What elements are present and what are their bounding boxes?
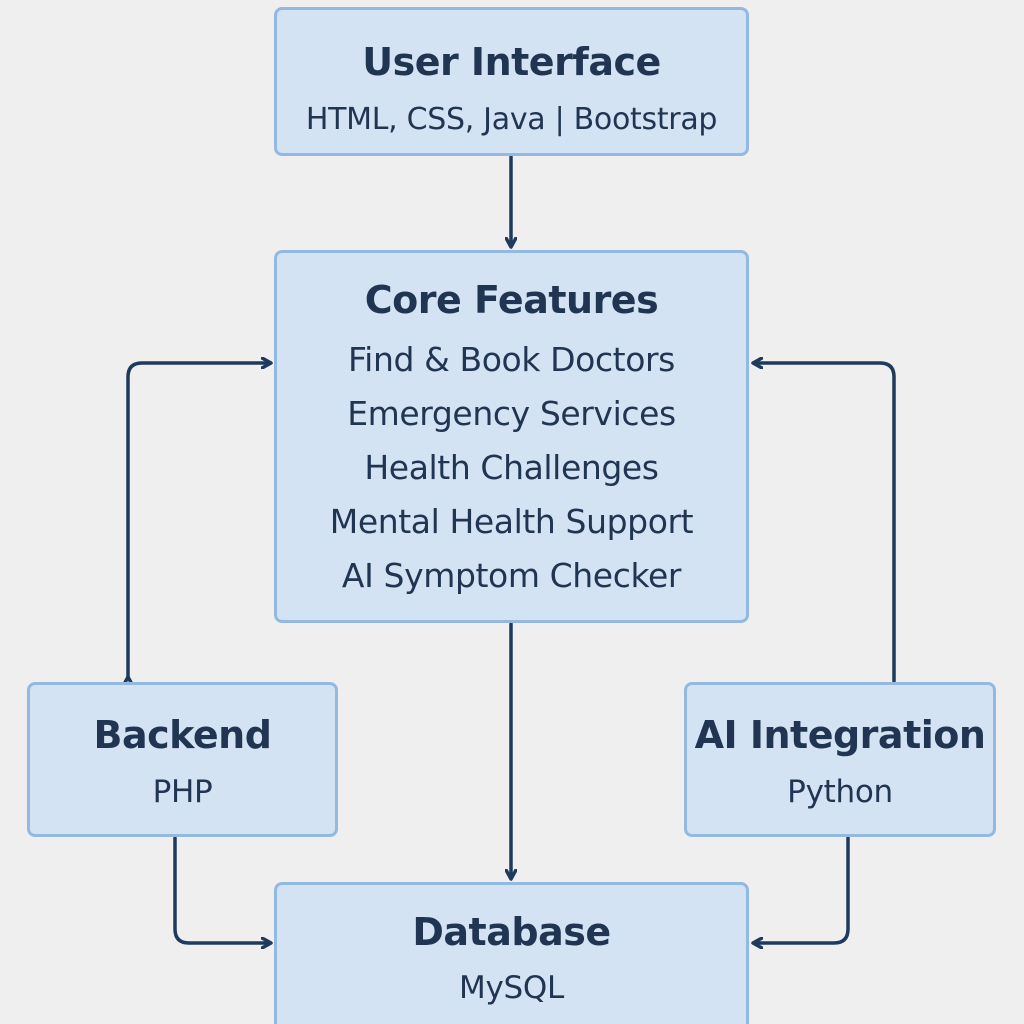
feature-item: Mental Health Support xyxy=(329,502,694,541)
database-node: Database MySQL xyxy=(274,882,749,1024)
user-interface-node: User Interface HTML, CSS, Java | Bootstr… xyxy=(274,7,749,156)
database-tech: MySQL xyxy=(459,970,564,1006)
edge-backend-to-db xyxy=(173,836,270,943)
backend-node: Backend PHP xyxy=(27,682,338,837)
user-interface-tech: HTML, CSS, Java | Bootstrap xyxy=(305,102,718,137)
backend-tech: PHP xyxy=(152,774,213,810)
feature-item: Emergency Services xyxy=(347,394,676,433)
ai-integration-title: AI Integration xyxy=(694,713,986,757)
database-title: Database xyxy=(412,910,611,954)
core-features-title: Core Features xyxy=(364,278,659,322)
edge-ai-to-db xyxy=(754,836,850,943)
backend-title: Backend xyxy=(93,713,272,757)
user-interface-title: User Interface xyxy=(362,40,661,84)
core-features-node: Core Features Find & Book Doctors Emerge… xyxy=(274,250,749,623)
edge-core-backend xyxy=(128,363,270,678)
edge-ai-to-core xyxy=(754,363,896,683)
ai-integration-tech: Python xyxy=(787,774,893,810)
feature-item: Find & Book Doctors xyxy=(348,340,675,379)
core-features-list: Find & Book Doctors Emergency Services H… xyxy=(277,341,746,611)
feature-item: Health Challenges xyxy=(364,448,659,487)
ai-integration-node: AI Integration Python xyxy=(684,682,996,837)
feature-item: AI Symptom Checker xyxy=(341,556,682,595)
